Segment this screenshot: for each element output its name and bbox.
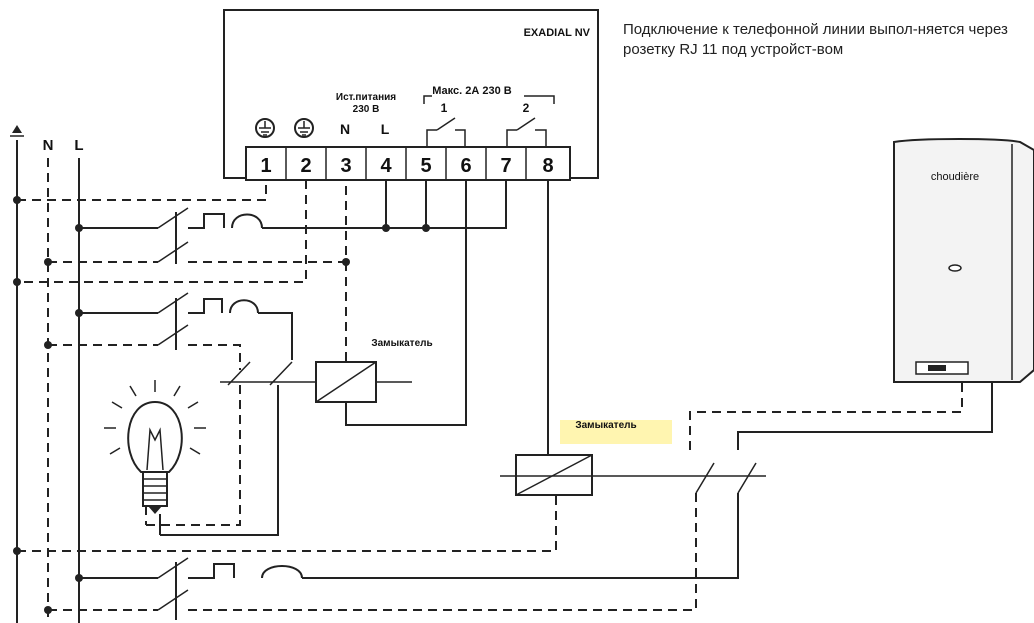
earth-icon [294, 118, 314, 138]
phone-line-note: Подключение к телефонной линии выпол-няе… [623, 21, 1008, 58]
circuit-breaker [157, 557, 303, 620]
contactor-1-label: Замыкатель [371, 338, 432, 349]
relay-contact-icon [506, 117, 547, 146]
device-feed [13, 180, 507, 286]
circuit-breaker [157, 207, 263, 264]
device-name: EXADIAL NV [524, 27, 591, 39]
terminal-1: 1 [260, 155, 271, 177]
terminal-7: 7 [500, 155, 511, 177]
terminal-2: 2 [300, 155, 311, 177]
relay-contact-icon [426, 117, 466, 146]
boiler-label: choudière [931, 171, 979, 183]
mains-l-label: L [74, 137, 83, 154]
terminal-4: 4 [380, 155, 392, 177]
relay-rating: Макс. 2А 230 В [432, 85, 512, 97]
relay-1-label: 1 [441, 101, 448, 115]
boiler-unit: choudière [893, 138, 1034, 383]
mains-n-label: N [43, 137, 54, 154]
terminal-5: 5 [420, 155, 431, 177]
light-bulb-icon [104, 380, 206, 514]
lower-feeds [13, 495, 697, 620]
circuit-breaker [157, 292, 259, 350]
contactor-2-label: Замыкатель [575, 420, 636, 431]
supply-label-2: 230 В [353, 104, 380, 115]
terminal-block: 1 2 3 4 5 6 7 8 [245, 146, 571, 181]
lighting-circuit: Замыкатель [44, 180, 467, 536]
ground-terminal-icon [10, 125, 24, 137]
mains-buses: N L [10, 125, 84, 623]
terminal-8: 8 [542, 155, 553, 177]
supply-label-1: Ист.питания [336, 92, 396, 103]
contactor-coil-icon [515, 454, 593, 496]
terminal-l-label: L [381, 121, 390, 137]
boiler-circuit: Замыкатель choudière [302, 138, 1034, 579]
earth-icon [255, 118, 275, 138]
contactor-2-highlight [560, 420, 672, 444]
boiler-indicator-icon [948, 264, 962, 272]
exadial-device: EXADIAL NV Ист.питания 230 В Макс. 2А 23… [223, 9, 599, 181]
terminal-n-label: N [340, 121, 350, 137]
relay-2-label: 2 [523, 101, 530, 115]
terminal-3: 3 [340, 155, 351, 177]
terminal-6: 6 [460, 155, 471, 177]
contactor-coil-icon [315, 361, 377, 403]
